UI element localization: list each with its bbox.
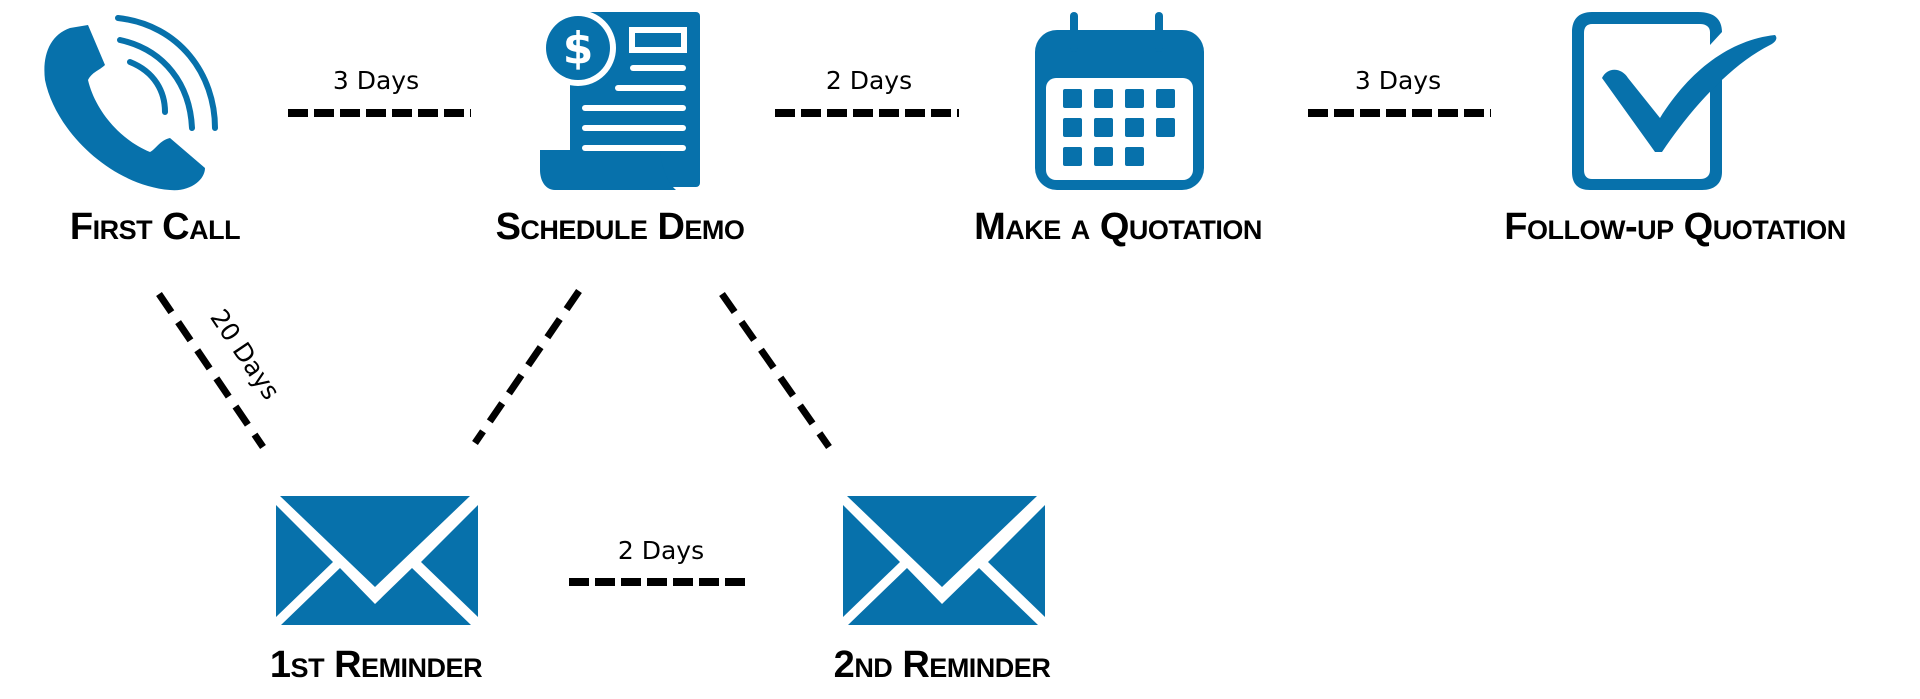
calendar-day-cell (1125, 147, 1144, 166)
phone-icon (44, 15, 218, 191)
node-label-first-call: First Call (69, 206, 241, 248)
envelope-icon (843, 496, 1045, 625)
node-label-make-quotation: Make a Quotation (974, 206, 1262, 248)
calendar-day-cell (1094, 89, 1113, 108)
calendar-grid (1063, 89, 1175, 166)
calendar-day-cell (1156, 89, 1175, 108)
edge-label: 2 Days (825, 66, 913, 95)
edge-label: 3 Days (1354, 66, 1442, 95)
calendar-day-cell (1094, 118, 1113, 137)
envelope-icon (276, 496, 478, 625)
checkbox-icon (1572, 12, 1777, 190)
node-label-2nd-reminder: 2nd Reminder (833, 644, 1051, 686)
calendar-day-cell (1063, 118, 1082, 137)
calendar-day-cell (1094, 147, 1113, 166)
node-label-1st-reminder: 1st Reminder (269, 644, 483, 686)
invoice-icon: $ (540, 10, 700, 190)
calendar-day-cell (1125, 118, 1144, 137)
calendar-day-cell (1063, 89, 1082, 108)
connector-first-call-reminder1 (156, 292, 266, 449)
node-label-follow-up-quotation: Follow-up Quotation (1504, 206, 1846, 248)
calendar-day-cell (1125, 89, 1144, 108)
calendar-icon (1035, 12, 1204, 190)
edge-label: 3 Days (332, 66, 420, 95)
connector-schedule-demo-reminder1 (472, 289, 582, 445)
edge-label: 2 Days (617, 536, 705, 565)
calendar-day-cell (1063, 147, 1082, 166)
calendar-day-cell (1156, 118, 1175, 137)
connector-schedule-demo-reminder2 (719, 291, 832, 450)
node-label-schedule-demo: Schedule Demo (495, 206, 745, 248)
svg-text:$: $ (563, 23, 594, 74)
